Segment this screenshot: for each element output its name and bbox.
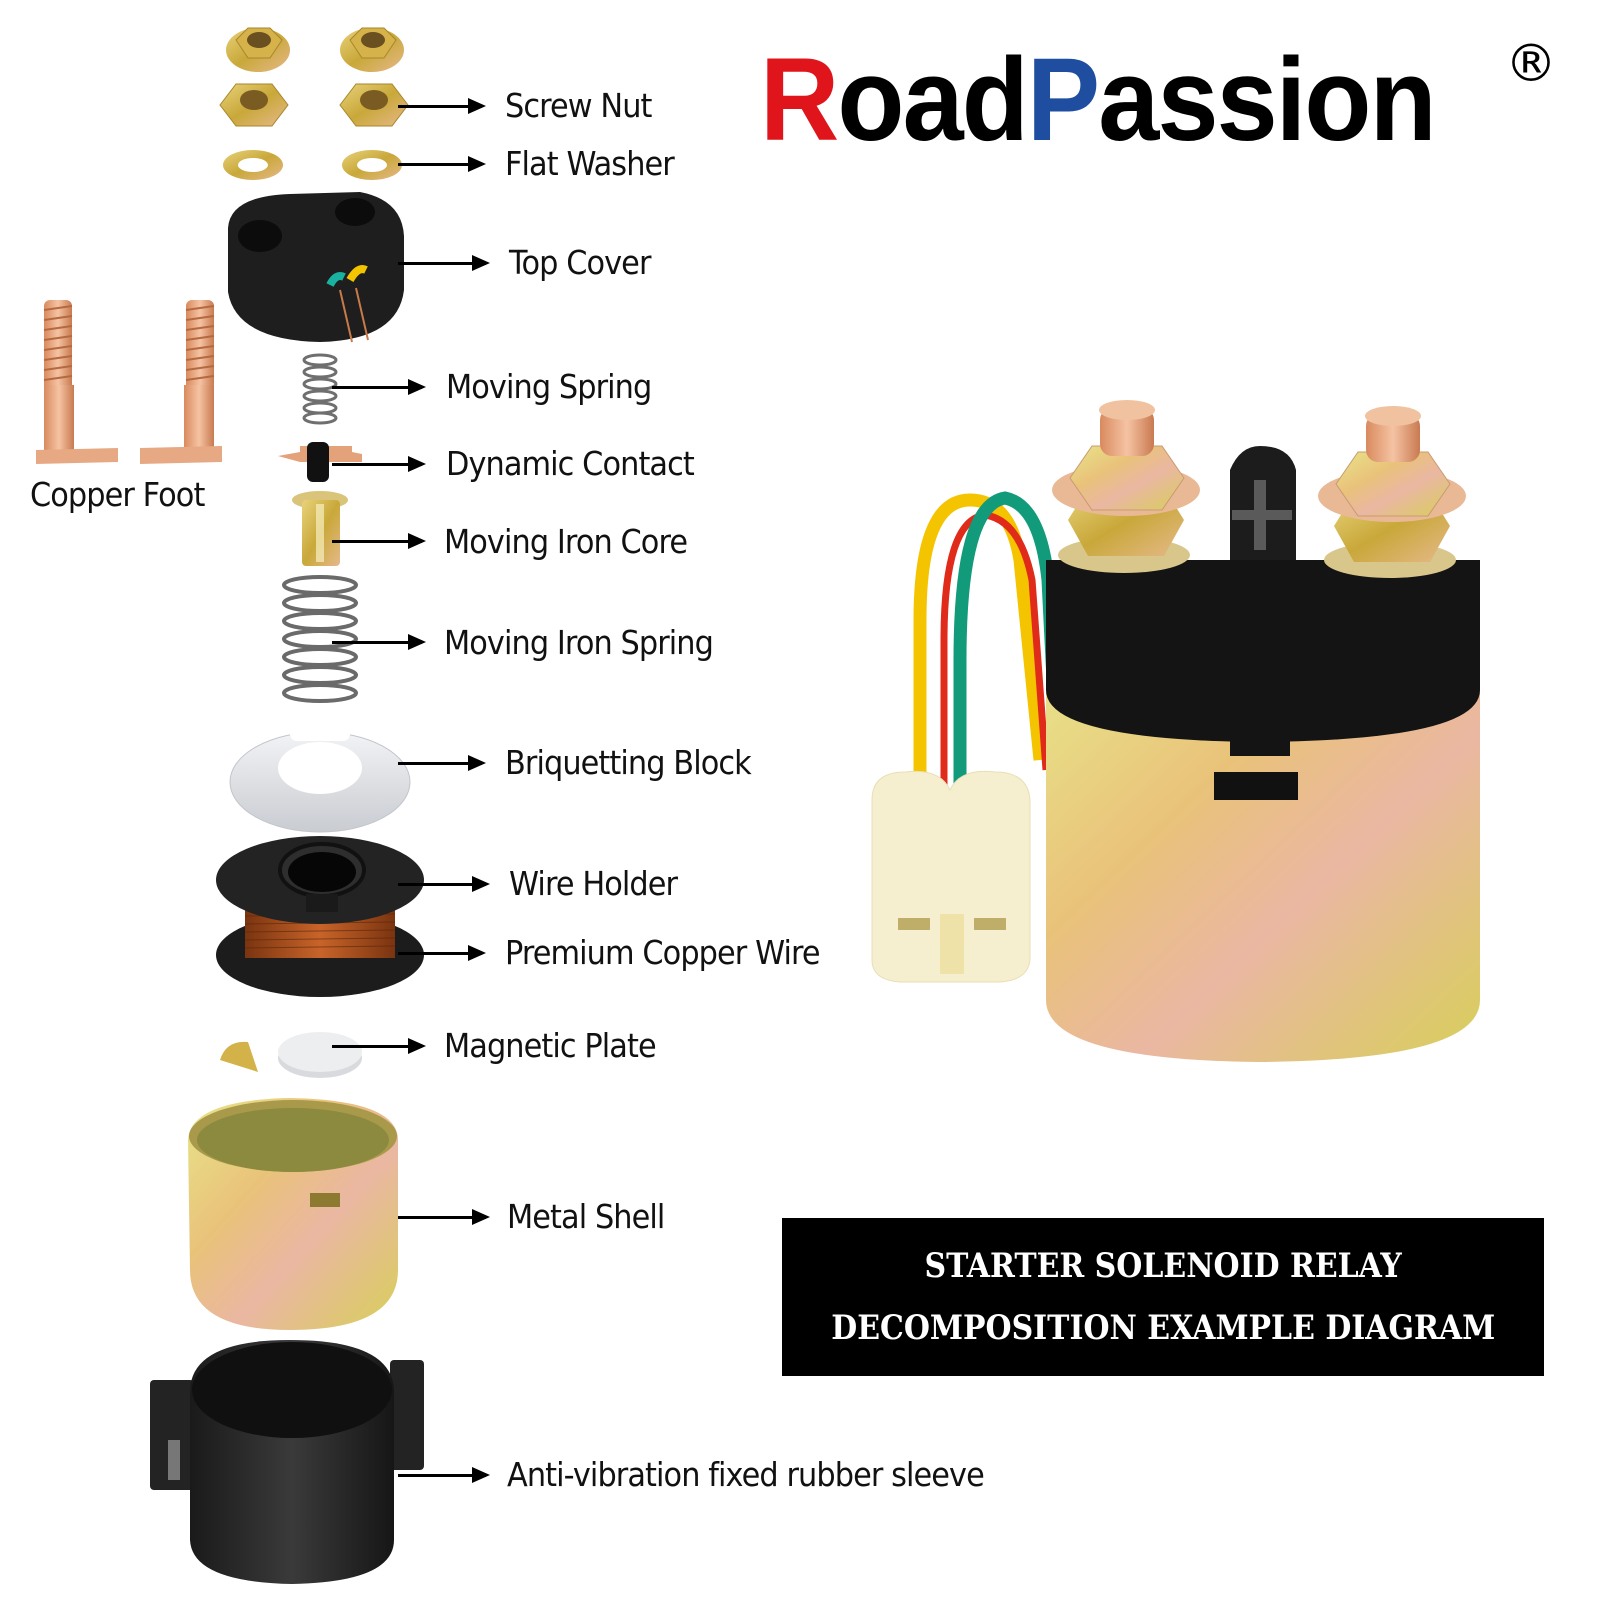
registered-mark: ®: [1505, 34, 1557, 94]
arrow-magnetic-plate: [332, 1038, 426, 1054]
brand-text-assion: assion: [1098, 34, 1436, 166]
arrow-rubber-sleeve: [398, 1467, 490, 1483]
arrow-moving-iron-core: [332, 533, 426, 549]
diagram-title-box: STARTER SOLENOID RELAY DECOMPOSITION EXA…: [782, 1218, 1544, 1376]
hex-nut-icon: [219, 83, 289, 127]
brand-letter-r: R: [760, 34, 839, 166]
briquetting-block-icon: [229, 727, 411, 833]
brand-letter-p: P: [1026, 34, 1100, 166]
flange-nut-icon: [226, 27, 290, 72]
assembled-relay-icon: [871, 400, 1480, 1062]
arrow-flat-washer: [398, 156, 486, 172]
arrow-moving-iron-spring: [332, 634, 426, 650]
label-moving-iron-core: Moving Iron Core: [444, 522, 688, 561]
brand-logo: RoadPassion: [760, 40, 1437, 160]
arrow-premium-copper-wire: [398, 945, 486, 961]
label-metal-shell: Metal Shell: [507, 1197, 665, 1236]
label-rubber-sleeve: Anti-vibration fixed rubber sleeve: [507, 1455, 985, 1494]
magnetic-plate-icon: [278, 1032, 362, 1078]
arrow-briquetting-block: [398, 755, 486, 771]
wire-holder-icon: [216, 836, 424, 997]
label-premium-copper-wire: Premium Copper Wire: [505, 933, 821, 972]
label-flat-washer: Flat Washer: [505, 144, 675, 183]
copper-foot-icon: [140, 300, 222, 464]
copper-foot-icon: [36, 300, 118, 464]
arrow-screw-nut: [398, 98, 486, 114]
top-cover-icon: [228, 192, 404, 343]
title-line-1: STARTER SOLENOID RELAY: [924, 1246, 1402, 1286]
arrow-dynamic-contact: [332, 456, 426, 472]
flange-nut-icon: [340, 27, 404, 72]
label-copper-foot: Copper Foot: [30, 475, 205, 514]
label-moving-spring: Moving Spring: [446, 367, 652, 406]
metal-shell-icon: [188, 1041, 398, 1330]
title-line-2: DECOMPOSITION EXAMPLE DIAGRAM: [831, 1308, 1495, 1348]
label-dynamic-contact: Dynamic Contact: [446, 444, 695, 483]
iron-spring-icon: [282, 575, 358, 703]
rubber-sleeve-icon: [150, 1340, 424, 1584]
dynamic-contact-icon: [278, 442, 362, 482]
washer-icon: [342, 150, 402, 180]
washer-icon: [223, 150, 283, 180]
arrow-metal-shell: [398, 1209, 490, 1225]
arrow-moving-spring: [332, 379, 426, 395]
label-moving-iron-spring: Moving Iron Spring: [444, 623, 714, 662]
arrow-wire-holder: [398, 876, 490, 892]
brand-text-oad: oad: [837, 34, 1028, 166]
arrow-top-cover: [398, 255, 490, 271]
label-screw-nut: Screw Nut: [505, 86, 652, 125]
iron-core-icon: [292, 491, 348, 566]
moving-spring-icon: [302, 353, 338, 425]
label-briquetting-block: Briquetting Block: [505, 743, 752, 782]
label-top-cover: Top Cover: [509, 243, 651, 282]
label-magnetic-plate: Magnetic Plate: [444, 1026, 657, 1065]
label-wire-holder: Wire Holder: [509, 864, 678, 903]
